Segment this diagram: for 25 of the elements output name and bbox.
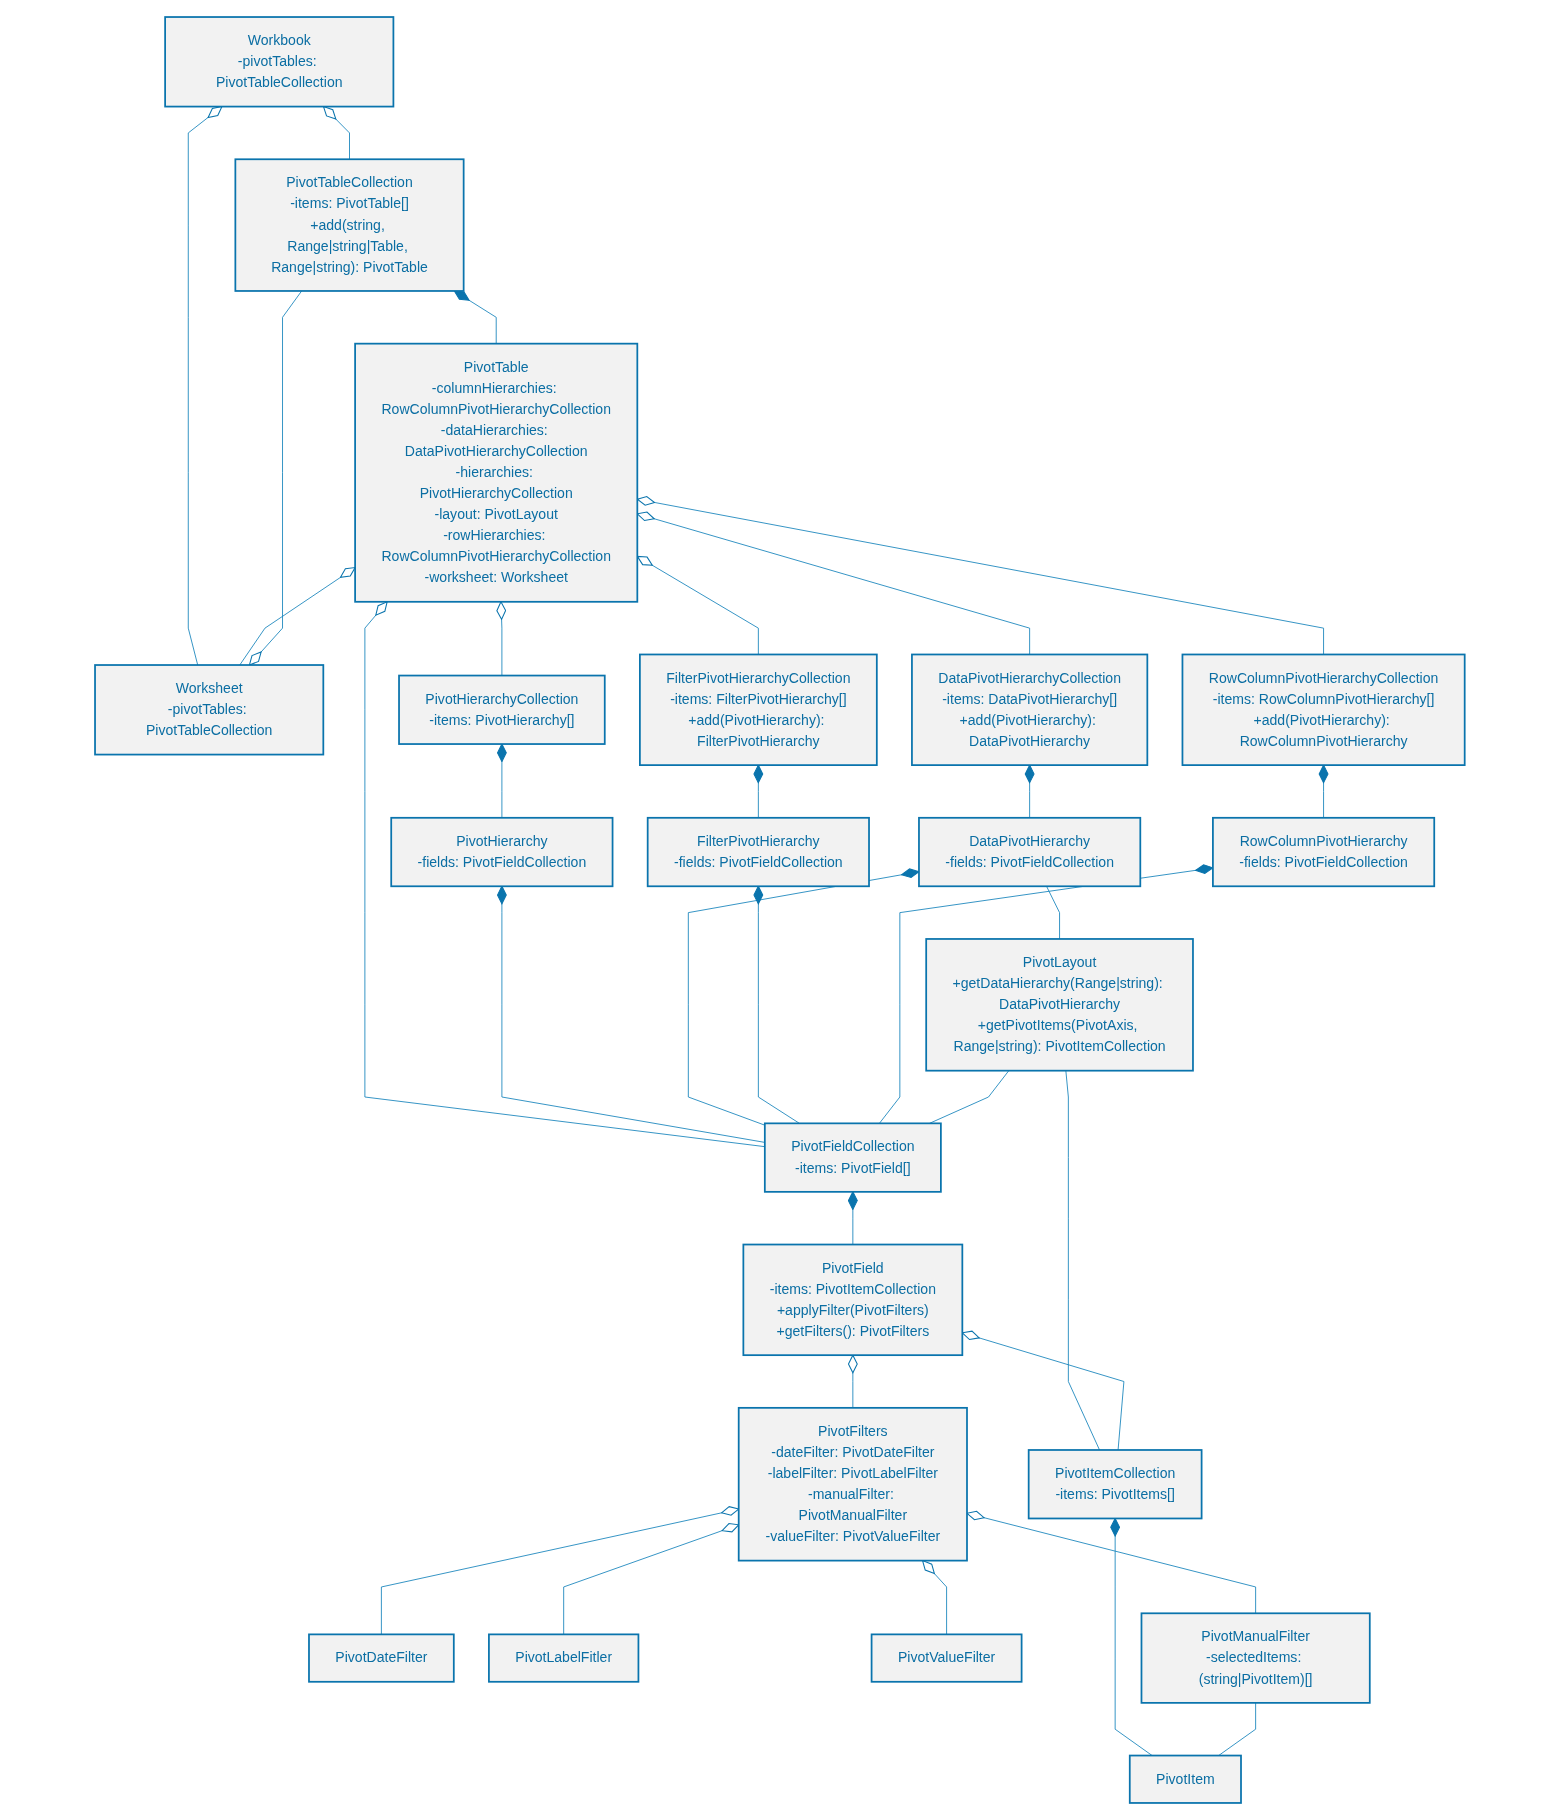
- class-box: RowColumnPivotHierarchyCollection -items: RowColumnPivotHierarchy[] +add(PivotHierarchy): RowColumnPivotHierarchy: [1181, 653, 1466, 766]
- class-box: PivotManualFilter -selectedItems: (string|PivotItem)[]: [1140, 1612, 1371, 1704]
- class-box: PivotLayout +getDataHierarchy(Range|string): DataPivotHierarchy +getPivotItems(PivotAxis, Range|string): PivotItemCollection: [924, 938, 1194, 1072]
- association-line: [1065, 1070, 1100, 1451]
- class-box: Workbook -pivotTables: PivotTableCollection: [163, 16, 394, 108]
- association-line: [1217, 1702, 1256, 1756]
- association-line: [1045, 885, 1060, 940]
- class-box: PivotField -items: PivotItemCollection +applyFilter(PivotFilters) +getFilters(): PivotFilters: [742, 1243, 963, 1357]
- class-box: PivotTableCollection -items: PivotTable[] +add(string, Range|string|Table, Range|string): PivotTable: [234, 158, 465, 292]
- class-box: PivotItem: [1128, 1754, 1242, 1804]
- class-box: PivotValueFilter: [870, 1633, 1023, 1683]
- class-box: FilterPivotHierarchyCollection -items: FilterPivotHierarchy[] +add(PivotHierarchy): FilterPivotHierarchy: [638, 653, 878, 766]
- class-box: RowColumnPivotHierarchy -fields: PivotFieldCollection: [1211, 816, 1435, 888]
- class-box: PivotFilters -dateFilter: PivotDateFilter -labelFilter: PivotLabelFilter -manualFilter: PivotManualFilter -valueFilter: PivotValueFilter: [737, 1406, 968, 1562]
- class-box: Worksheet -pivotTables: PivotTableCollection: [93, 664, 324, 756]
- class-box: PivotDateFilter: [307, 1633, 455, 1683]
- class-box: PivotLabelFitler: [487, 1633, 639, 1683]
- class-box: PivotItemCollection -items: PivotItems[]: [1027, 1449, 1203, 1520]
- class-box: DataPivotHierarchyCollection -items: DataPivotHierarchy[] +add(PivotHierarchy): DataPivotHierarchy: [910, 653, 1148, 766]
- class-box: PivotFieldCollection -items: PivotField[]: [763, 1122, 942, 1193]
- class-box: PivotHierarchyCollection -items: PivotHierarchy[]: [397, 674, 606, 745]
- class-box: PivotTable -columnHierarchies: RowColumnPivotHierarchyCollection -dataHierarchies: DataPivotHierarchyCollection -hierarchies: PivotHierarchyCollection -layout: PivotLayout -rowHierarchies: RowColumnPivotHierarchyCollection -worksheet: Worksheet: [353, 342, 638, 603]
- class-box: DataPivotHierarchy -fields: PivotFieldCollection: [917, 816, 1141, 888]
- class-box: PivotHierarchy -fields: PivotFieldCollection: [390, 816, 614, 888]
- class-box: FilterPivotHierarchy -fields: PivotFieldCollection: [646, 816, 870, 888]
